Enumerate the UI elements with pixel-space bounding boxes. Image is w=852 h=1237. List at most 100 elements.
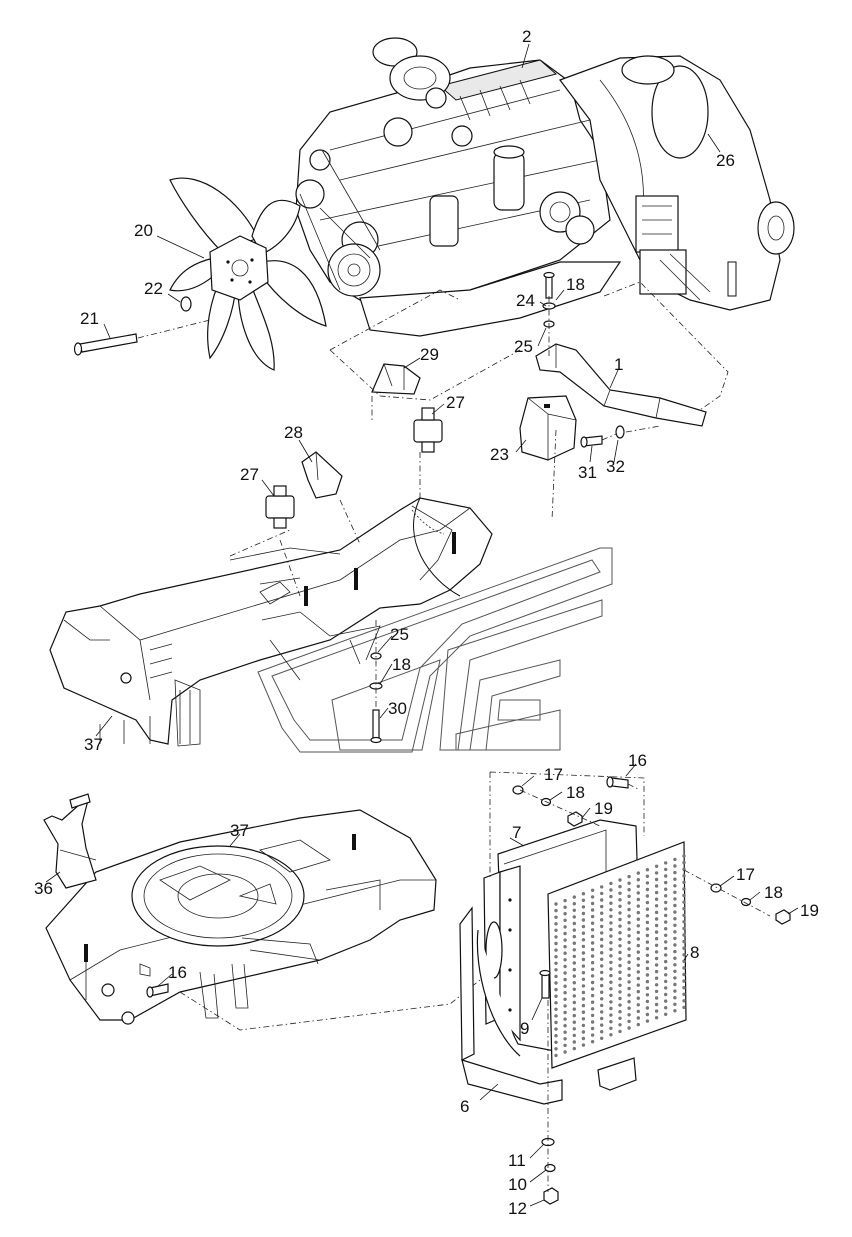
callout-1: 1	[614, 355, 623, 374]
grid-hole	[554, 968, 558, 972]
grid-hole	[600, 1003, 604, 1008]
grid-hole	[673, 877, 677, 881]
grid-hole	[581, 1003, 586, 1008]
grid-hole	[636, 937, 640, 941]
grid-hole	[664, 1012, 668, 1016]
grid-hole	[627, 934, 631, 938]
grid-hole	[654, 930, 659, 934]
grid-hole	[590, 908, 595, 912]
grid-hole	[618, 996, 622, 1001]
grid-hole	[609, 941, 613, 945]
grid-hole	[600, 911, 604, 915]
grid-hole	[554, 935, 558, 939]
grid-hole	[618, 983, 622, 987]
grid-hole	[618, 950, 622, 955]
grid-hole	[627, 921, 631, 925]
grid-hole	[600, 1016, 604, 1021]
grid-hole	[581, 1010, 586, 1014]
grid-hole	[590, 934, 595, 939]
grid-hole	[581, 924, 586, 929]
grid-hole	[590, 967, 595, 971]
grid-hole	[664, 900, 668, 905]
grid-hole	[572, 934, 576, 939]
grid-hole	[600, 898, 604, 902]
grid-hole	[563, 991, 567, 995]
grid-hole	[554, 1040, 558, 1045]
watermark-logo	[257, 547, 613, 753]
washer-22	[180, 296, 192, 312]
grid-hole	[636, 1003, 640, 1007]
grid-hole	[664, 953, 668, 957]
grid-hole	[673, 917, 677, 921]
nut-19-right	[775, 909, 791, 925]
grid-hole	[673, 884, 677, 888]
grid-hole	[673, 943, 677, 947]
grid-hole	[682, 920, 686, 924]
grid-hole	[590, 888, 595, 892]
grid-hole	[664, 880, 668, 885]
callout-21: 21	[80, 309, 99, 328]
grid-hole	[581, 911, 586, 916]
grid-hole	[581, 898, 586, 902]
grid-hole	[636, 976, 640, 981]
grid-hole	[609, 973, 613, 978]
callout-17-upper: 17	[544, 765, 563, 784]
grid-hole	[572, 974, 576, 978]
grid-hole	[572, 902, 576, 906]
grid-hole	[618, 884, 622, 889]
grid-hole	[563, 958, 567, 962]
grid-hole	[682, 999, 686, 1003]
grid-hole	[609, 960, 613, 965]
grid-hole	[581, 905, 586, 909]
bracket-6	[459, 906, 637, 1105]
grid-hole	[682, 953, 686, 957]
grid-hole	[600, 944, 604, 948]
grid-hole	[618, 1010, 622, 1014]
grid-hole	[581, 977, 586, 981]
grid-hole	[554, 1007, 558, 1011]
grid-hole	[627, 1006, 631, 1010]
grid-hole	[554, 994, 558, 998]
grid-hole	[609, 921, 613, 925]
grid-hole	[609, 1013, 613, 1017]
grid-hole	[627, 973, 631, 977]
grid-hole	[600, 1036, 604, 1041]
grid-hole	[609, 927, 613, 932]
grid-hole	[600, 918, 604, 922]
grid-hole	[654, 963, 659, 967]
grid-hole	[645, 920, 650, 925]
grid-hole	[682, 972, 686, 977]
protective-grid-8	[547, 841, 687, 1069]
grid-hole	[673, 1002, 677, 1006]
grid-hole	[654, 983, 659, 987]
rubber-mount-27-lower	[265, 485, 295, 529]
grid-hole	[563, 931, 567, 936]
grid-hole	[563, 984, 567, 988]
grid-hole	[682, 880, 686, 884]
grid-hole	[563, 971, 567, 975]
grid-hole	[664, 959, 668, 964]
grid-hole	[664, 913, 668, 918]
grid-hole	[590, 1007, 595, 1011]
washer-17-right	[710, 883, 722, 893]
grid-hole	[563, 997, 567, 1001]
grid-hole	[581, 1043, 586, 1047]
grid-hole	[618, 898, 622, 902]
transmission-housing	[559, 55, 795, 311]
grid-hole	[609, 967, 613, 971]
frame-37-lower	[45, 809, 437, 1025]
grid-hole	[673, 930, 677, 934]
grid-hole	[682, 874, 686, 878]
callout-12: 12	[508, 1199, 527, 1218]
grid-hole	[600, 937, 604, 942]
grid-hole	[673, 969, 677, 973]
grid-hole	[664, 986, 668, 990]
grid-hole	[590, 980, 595, 985]
grid-hole	[673, 989, 677, 993]
grid-hole	[636, 996, 640, 1000]
grid-hole	[627, 894, 631, 898]
grid-hole	[563, 951, 567, 955]
grid-hole	[600, 904, 604, 909]
callout-2: 2	[522, 27, 531, 46]
grid-hole	[563, 1037, 567, 1041]
